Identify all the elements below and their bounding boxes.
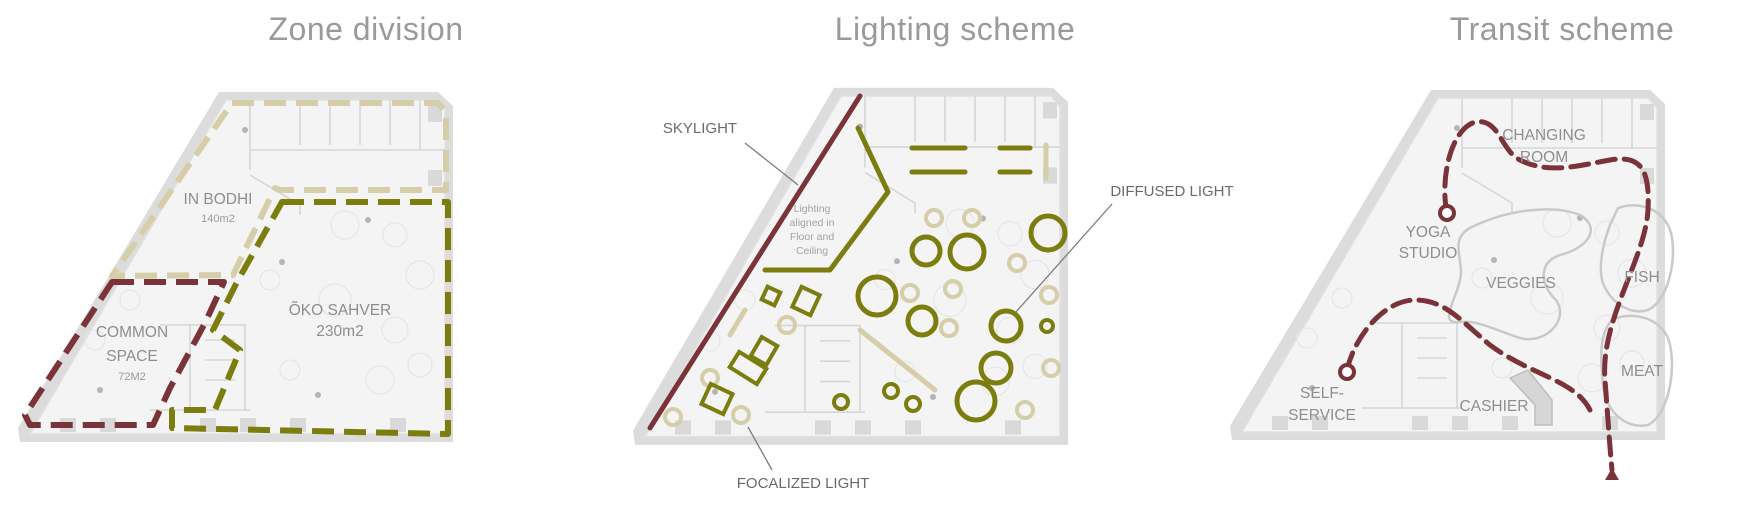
- changing-room-label-line1: CHANGING: [1502, 127, 1586, 144]
- veggies-island: [1447, 208, 1593, 341]
- light-ring-beige: [939, 318, 959, 338]
- self-service-label-line1: SELF-: [1300, 385, 1344, 402]
- light-ring-beige: [1007, 253, 1027, 273]
- lighting-note-line2: aligned in: [790, 217, 835, 229]
- focal-light: [726, 349, 770, 387]
- fish-island: [1599, 204, 1675, 313]
- changing-room-label-line2: ROOM: [1520, 149, 1568, 166]
- fish-label: FISH: [1624, 269, 1659, 286]
- yoga-studio-label-line1: YOGA: [1406, 224, 1451, 241]
- light-ring: [978, 350, 1014, 386]
- common-space-label-line2: SPACE: [106, 348, 157, 365]
- oko-sahver-label: ÕKO SAHVER: [289, 302, 392, 319]
- light-ring-beige: [731, 405, 751, 425]
- focalized-light-label: FOCALIZED LIGHT: [737, 475, 870, 492]
- skylight-line: [647, 93, 863, 431]
- diffused-light-label: DIFFUSED LIGHT: [1110, 183, 1233, 200]
- light-ring: [1028, 213, 1068, 253]
- common-space-area: 72M2: [118, 371, 146, 383]
- light-ring: [947, 232, 987, 272]
- yoga-route-start: [1438, 204, 1456, 222]
- light-ring-beige: [1039, 285, 1059, 305]
- diffused-leader: [1015, 203, 1113, 313]
- meat-island: [1600, 314, 1674, 428]
- light-ring: [909, 234, 943, 268]
- light-ring: [954, 379, 998, 423]
- light-ring-beige: [943, 279, 963, 299]
- light-ring: [905, 304, 939, 338]
- lighting-floor-plan: [632, 87, 1069, 446]
- lighting-scheme-title: Lighting scheme: [835, 11, 1076, 47]
- focal-light: [759, 284, 783, 308]
- linear-light-beige: [857, 327, 938, 393]
- light-ring-beige: [777, 315, 797, 335]
- in-bodhi-label: IN BODHI: [184, 191, 253, 208]
- light-ring: [855, 274, 899, 318]
- light-ring: [832, 393, 850, 411]
- zone-division-panel: Zone division IN BODHI 140m2 ÕKO SAHVER …: [17, 11, 463, 443]
- light-ring: [988, 308, 1024, 344]
- lighting-note-line3: Floor and: [790, 231, 835, 243]
- oko-sahver-zone-outline: [169, 199, 451, 437]
- self-service-label-line2: SERVICE: [1288, 407, 1356, 424]
- lighting-scheme-panel: Lighting scheme: [632, 11, 1234, 492]
- light-ring-beige: [924, 208, 944, 228]
- aligned-lighting-strip: [762, 125, 891, 273]
- exit-arrow-icon: [1605, 468, 1619, 480]
- light-ring-beige: [1015, 400, 1035, 420]
- veggies-label: VEGGIES: [1486, 275, 1556, 292]
- light-ring: [882, 382, 900, 400]
- lighting-note-line4: Ceiling: [796, 245, 828, 257]
- transit-scheme-panel: Transit scheme CHANGING ROOM YOGA STUDIO…: [1229, 11, 1675, 480]
- in-bodhi-area: 140m2: [201, 213, 235, 225]
- in-bodhi-zone-outline: [109, 100, 449, 279]
- cashier-counter: [1508, 369, 1553, 426]
- transit-scheme-title: Transit scheme: [1450, 11, 1675, 47]
- lighting-note-line1: Lighting: [794, 203, 831, 215]
- transit-route-lower: [1344, 297, 1593, 413]
- light-ring: [904, 395, 922, 413]
- focal-light: [698, 381, 736, 417]
- focal-light: [789, 284, 823, 318]
- focalized-leader: [747, 426, 773, 471]
- light-ring-beige: [1041, 358, 1061, 378]
- common-space-label-line1: COMMON: [96, 324, 168, 341]
- yoga-studio-label-line2: STUDIO: [1399, 245, 1458, 262]
- meat-label: MEAT: [1621, 363, 1663, 380]
- light-ring-beige: [962, 208, 982, 228]
- light-ring: [1039, 318, 1055, 334]
- linear-light-beige: [727, 307, 748, 338]
- light-ring-beige: [900, 283, 920, 303]
- light-ring-beige: [663, 407, 683, 427]
- common-space-zone-outline: [22, 279, 227, 428]
- focal-light: [747, 334, 781, 368]
- skylight-label: SKYLIGHT: [663, 120, 737, 137]
- self-service-route-start: [1338, 363, 1356, 381]
- skylight-leader: [744, 142, 799, 186]
- cashier-label: CASHIER: [1460, 398, 1529, 415]
- oko-sahver-area: 230m2: [316, 323, 363, 340]
- zone-division-title: Zone division: [268, 11, 463, 47]
